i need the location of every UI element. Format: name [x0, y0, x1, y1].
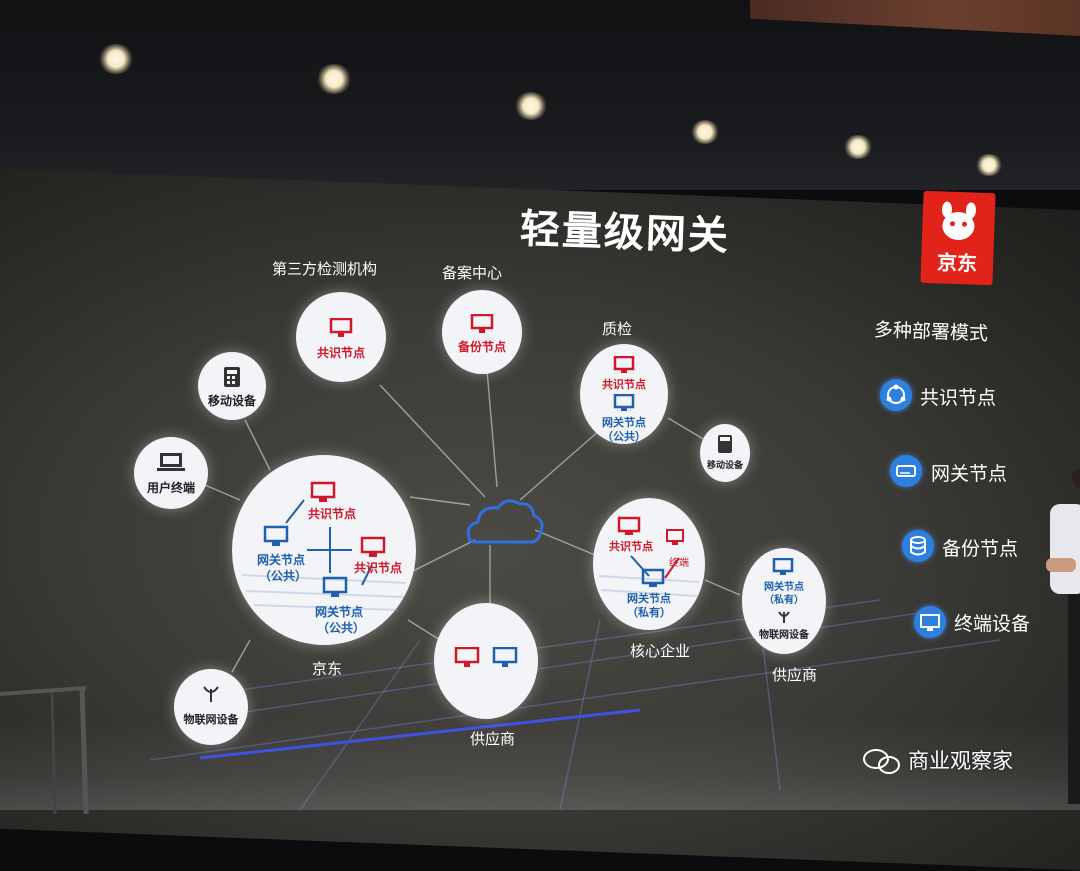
- monitor-icon: [454, 647, 480, 667]
- slide-title: 轻量级网关: [519, 206, 731, 260]
- caption-core-enterprise: 核心企业: [630, 642, 691, 660]
- node-supplier-bottom: [434, 603, 538, 719]
- node-label: 网关节点: [256, 553, 305, 567]
- jd-node-graphics: [241, 481, 407, 611]
- node-label: 物联网设备: [759, 630, 809, 641]
- legend-title: 多种部署模式: [873, 319, 989, 345]
- watermark: 商业观察家: [862, 745, 1013, 775]
- ceiling-light: [514, 92, 548, 120]
- legend-item-label: 网关节点: [931, 463, 1008, 485]
- node-label: （私有）: [764, 595, 804, 606]
- watermark-text: 商业观察家: [908, 749, 1013, 773]
- monitor-icon: [470, 314, 494, 333]
- iot-antenna-icon: [203, 686, 219, 702]
- monitor-icon: [492, 647, 518, 667]
- legend-item-label: 共识节点: [920, 387, 997, 409]
- ceiling-light: [690, 120, 720, 144]
- node-filing-center: 备份节点: [442, 290, 522, 374]
- iot-antenna-icon: [778, 611, 790, 623]
- node-label: （公共）: [602, 430, 646, 443]
- caption-third-party: 第三方检测机构: [272, 260, 378, 278]
- cloud-icon: [466, 499, 544, 544]
- ceiling-light: [843, 135, 873, 159]
- node-iot-left: 物联网设备: [174, 669, 248, 745]
- ceiling-light: [98, 44, 134, 74]
- jd-logo: 京东: [920, 190, 996, 286]
- node-user-terminal: 用户终端: [134, 437, 208, 509]
- jd-logo-text: 京东: [936, 250, 978, 276]
- legend-item-label: 备份节点: [942, 538, 1019, 560]
- node-label: （公共）: [316, 621, 365, 635]
- node-label: 移动设备: [706, 461, 743, 471]
- node-label: 共识节点: [353, 561, 402, 575]
- node-label: 备份节点: [457, 340, 506, 354]
- caption-supplier-bottom: 供应商: [470, 730, 516, 748]
- calculator-icon: [718, 435, 732, 453]
- node-label: 网关节点: [314, 605, 363, 619]
- caption-jd: 京东: [312, 660, 343, 678]
- monitor-icon: [613, 394, 635, 411]
- caption-supplier-right: 供应商: [772, 666, 818, 684]
- node-label: 移动设备: [207, 394, 256, 408]
- node-label: 用户终端: [146, 481, 195, 495]
- wechat-icon: [863, 749, 900, 774]
- caption-filing-center: 备案中心: [442, 264, 503, 282]
- gateway-icon: [890, 455, 922, 487]
- network-lines: [149, 369, 1001, 810]
- railing: [0, 686, 89, 814]
- node-mobile-left: 移动设备: [198, 352, 266, 420]
- node-label: 网关节点: [627, 592, 671, 605]
- database-icon: [902, 530, 934, 562]
- cycle-icon: [880, 379, 912, 411]
- node-label: 终端: [669, 558, 689, 569]
- node-mobile-right: 移动设备: [700, 424, 750, 482]
- node-label: 物联网设备: [183, 713, 239, 726]
- ceiling-light: [975, 154, 1003, 176]
- node-label: （公共）: [258, 569, 307, 583]
- node-label: （私有）: [627, 606, 671, 619]
- node-third-party: 共识节点: [296, 292, 386, 382]
- node-label: 共识节点: [609, 540, 653, 553]
- legend-item-label: 终端设备: [954, 613, 1031, 635]
- node-quality-check: 共识节点 网关节点 （公共）: [580, 344, 668, 444]
- node-core-enterprise: 共识节点 终端 网关节点 （私有）: [593, 498, 705, 630]
- node-label: 网关节点: [764, 582, 804, 593]
- laptop-icon: [157, 453, 185, 471]
- monitor-icon: [613, 356, 635, 373]
- caption-quality-check: 质检: [602, 320, 633, 338]
- node-jd: 共识节点 网关节点 （公共） 共识节点 网关节点 （公共）: [232, 455, 416, 645]
- ceiling-light: [316, 64, 352, 94]
- monitor-icon: [914, 606, 946, 638]
- presenter-figure: [1046, 470, 1080, 804]
- node-supplier-right: 网关节点 （私有） 物联网设备: [742, 548, 826, 654]
- calculator-icon: [224, 367, 240, 387]
- monitor-icon: [772, 558, 794, 575]
- monitor-icon: [329, 318, 353, 337]
- node-label: 共识节点: [307, 507, 356, 521]
- node-label: 网关节点: [602, 416, 646, 429]
- jd-mascot-icon: [941, 201, 976, 241]
- node-label: 共识节点: [316, 346, 365, 360]
- core-node-graphics: [598, 516, 700, 597]
- node-label: 共识节点: [602, 378, 646, 391]
